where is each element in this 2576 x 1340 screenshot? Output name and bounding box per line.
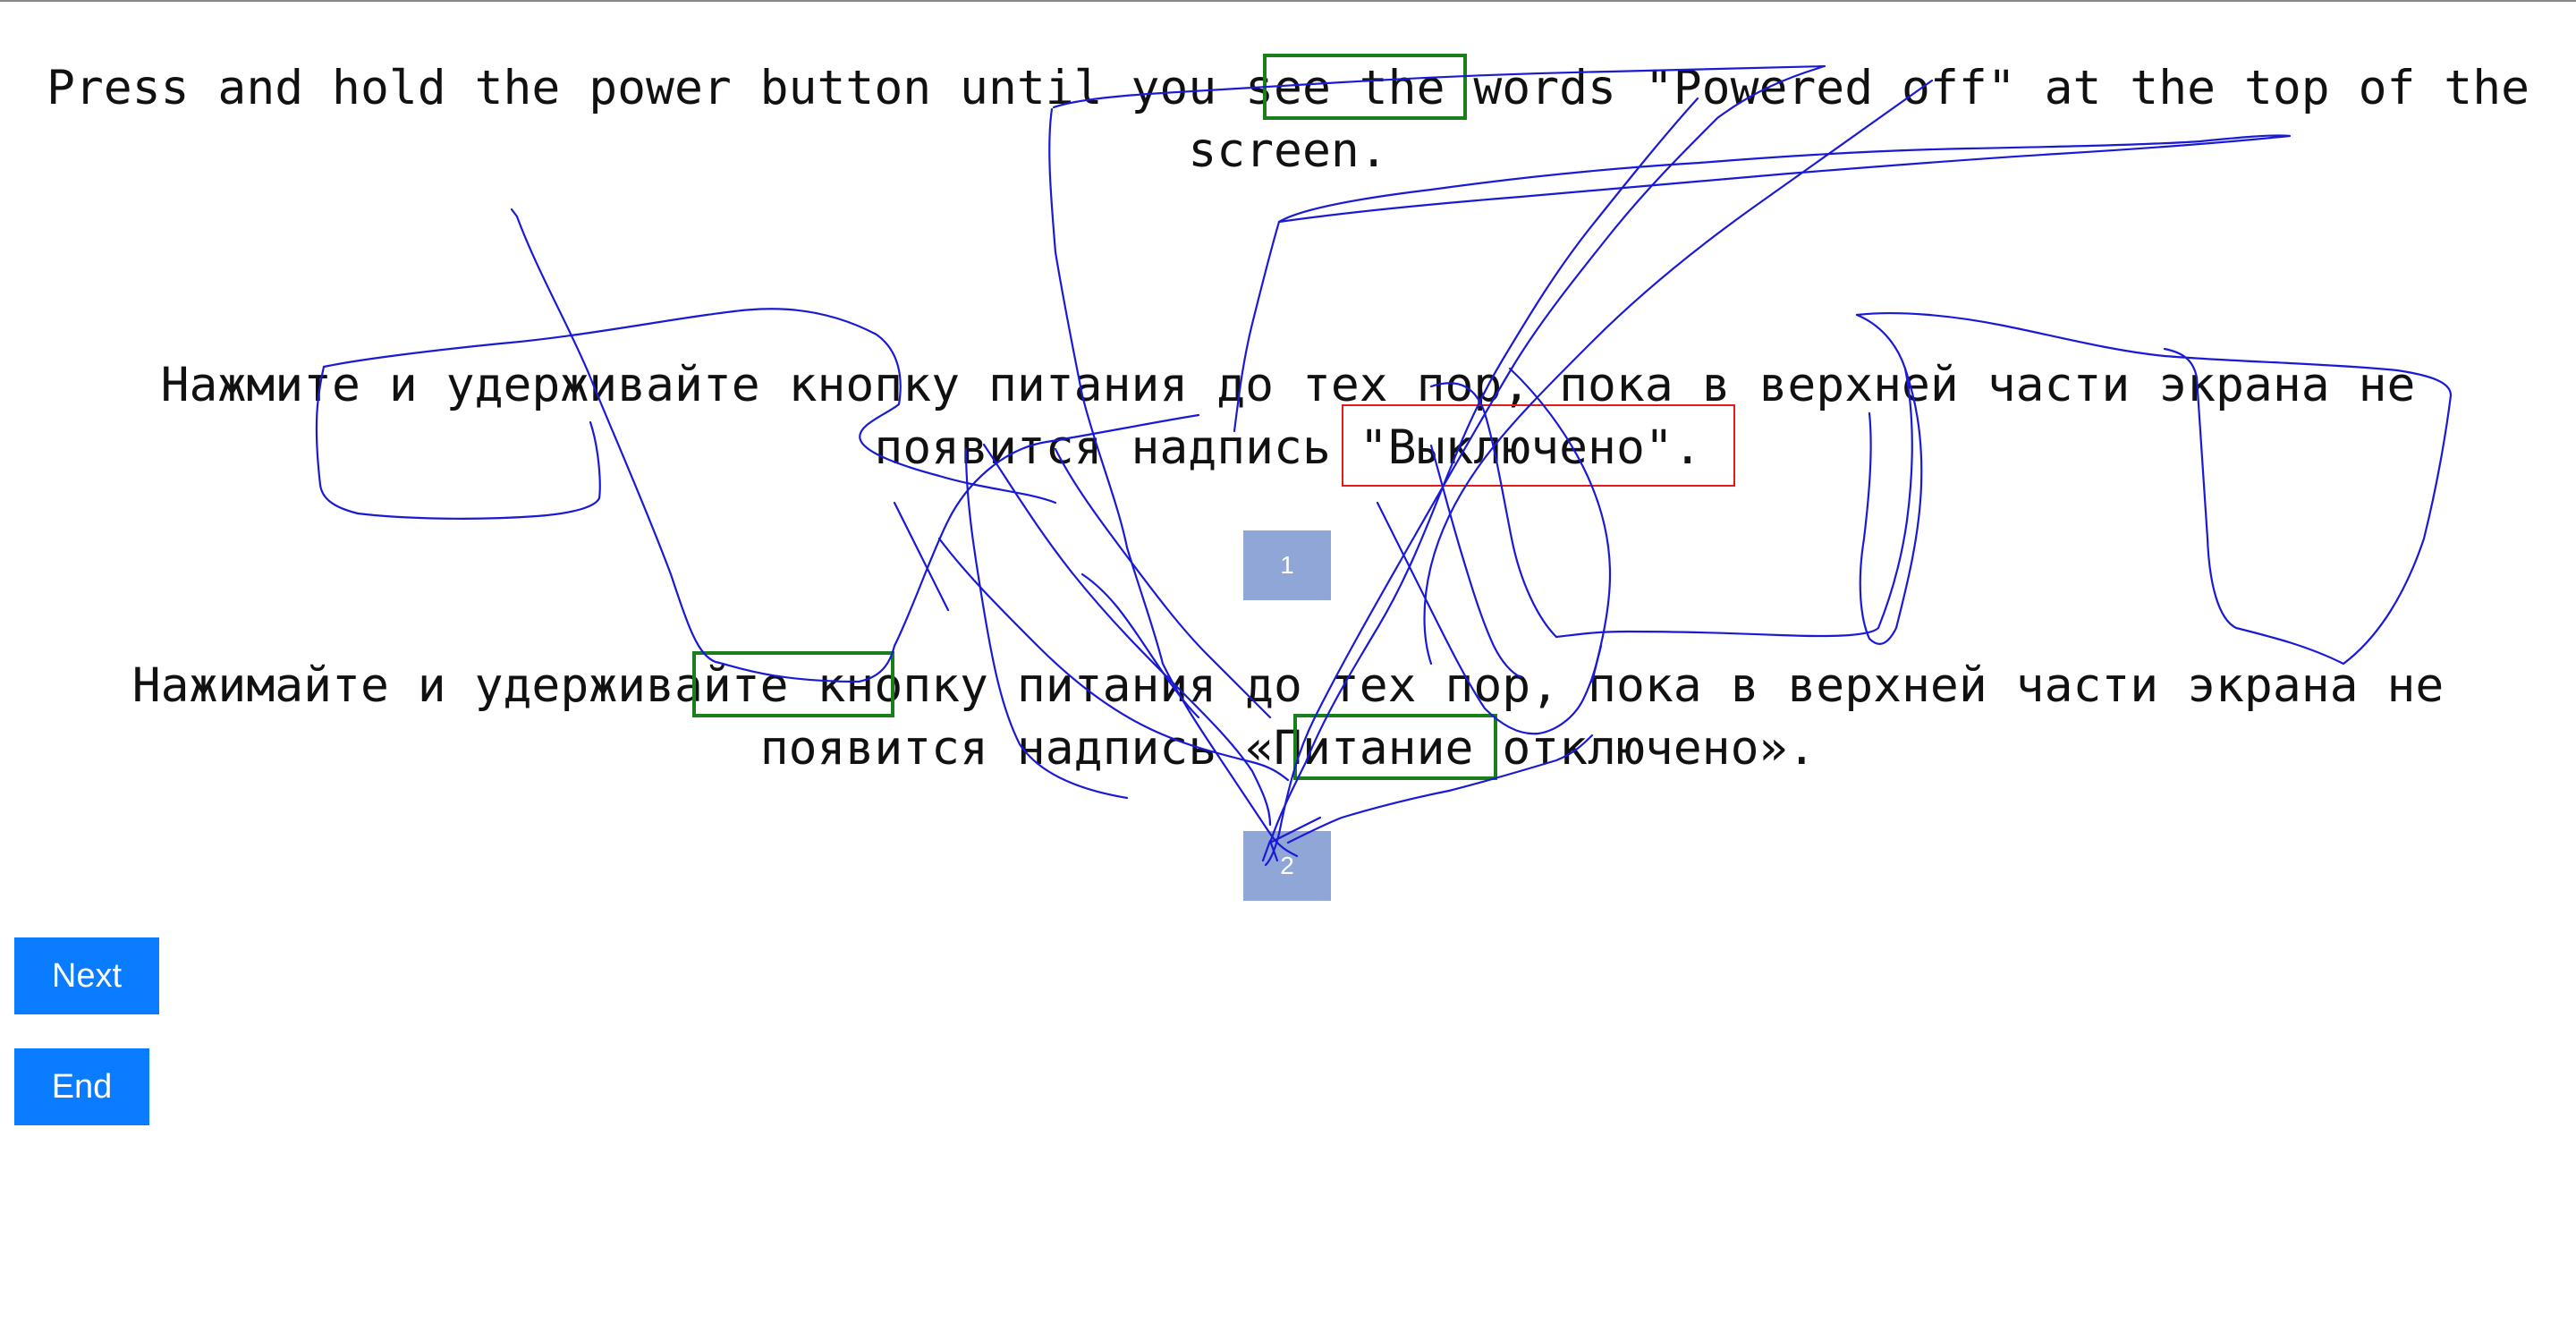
translation-number-badge-2: 2 xyxy=(1243,831,1331,901)
translation-number-badge-1: 1 xyxy=(1243,530,1331,600)
end-button[interactable]: End xyxy=(14,1048,149,1125)
translation-sentence-1: Нажмите и удерживайте кнопку питания до … xyxy=(160,358,2416,475)
translation-sentence-2: Нажимайте и удерживайте кнопку питания д… xyxy=(131,658,2445,776)
source-sentence: Press and hold the power button until yo… xyxy=(46,61,2530,178)
next-button[interactable]: Next xyxy=(14,937,159,1014)
